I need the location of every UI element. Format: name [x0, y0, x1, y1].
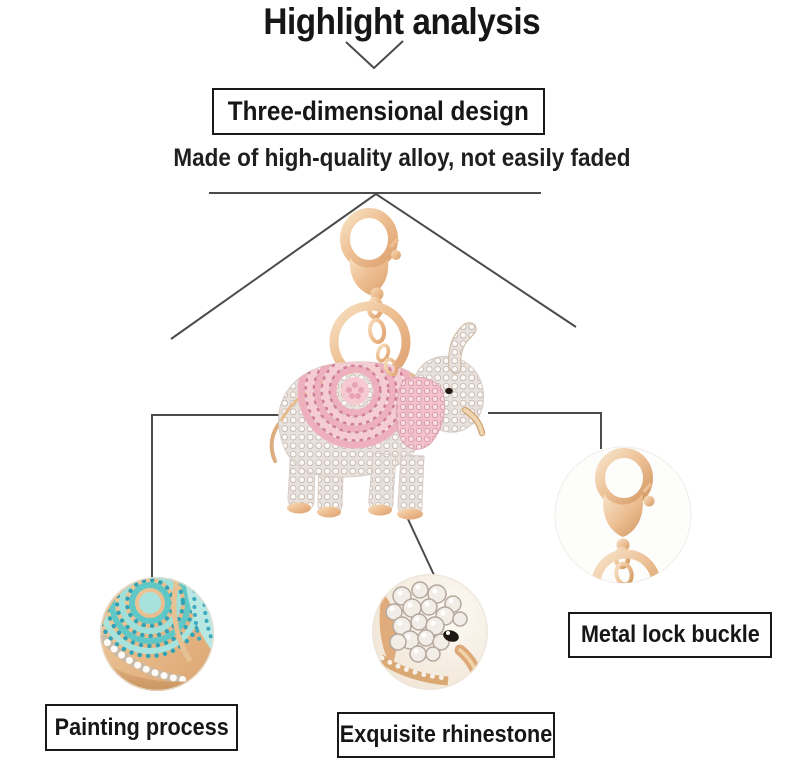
chevron-down-icon — [345, 40, 404, 70]
feature-description-text: Made of high-quality alloy, not easily f… — [173, 144, 631, 172]
page-title-text: Highlight analysis — [263, 1, 541, 42]
feature-title-text: Three-dimensional design — [227, 96, 530, 126]
elephant-trunk — [448, 322, 477, 374]
painting-process-label-box: Painting process — [45, 704, 238, 751]
callout-photo-painting — [100, 577, 214, 691]
callout-photo-rhinestone — [372, 574, 488, 690]
buckle-connector-line — [488, 412, 602, 449]
exquisite-rhinestone-label-box: Exquisite rhinestone — [337, 712, 555, 758]
feature-title-box: Three-dimensional design — [212, 88, 545, 135]
painting-connector-line — [151, 414, 292, 577]
elephant-tusk — [463, 408, 484, 435]
metal-lock-buckle-label: Metal lock buckle — [580, 621, 760, 648]
elephant-eye — [445, 387, 453, 395]
painting-process-label: Painting process — [54, 713, 229, 741]
metal-lock-buckle-label-box: Metal lock buckle — [568, 612, 772, 658]
white-rhinestone-band — [100, 635, 190, 684]
callout-photo-buckle — [554, 446, 692, 584]
gold-lobster-clasp-closeup — [591, 448, 661, 583]
right-roof-line — [375, 193, 577, 328]
pink-enamel-blanket — [297, 361, 413, 449]
elephant-ear — [395, 377, 445, 450]
exquisite-rhinestone-label: Exquisite rhinestone — [339, 721, 553, 748]
product-photo-main — [269, 208, 486, 520]
rhinestone-connector-line — [406, 516, 435, 576]
rhinestone-elephant — [269, 322, 486, 520]
left-roof-line — [170, 193, 377, 340]
page-title: Highlight analysis — [0, 1, 804, 43]
feature-description: Made of high-quality alloy, not easily f… — [0, 144, 804, 173]
gold-lobster-clasp — [340, 208, 401, 301]
clear-rhinestones — [385, 581, 468, 663]
